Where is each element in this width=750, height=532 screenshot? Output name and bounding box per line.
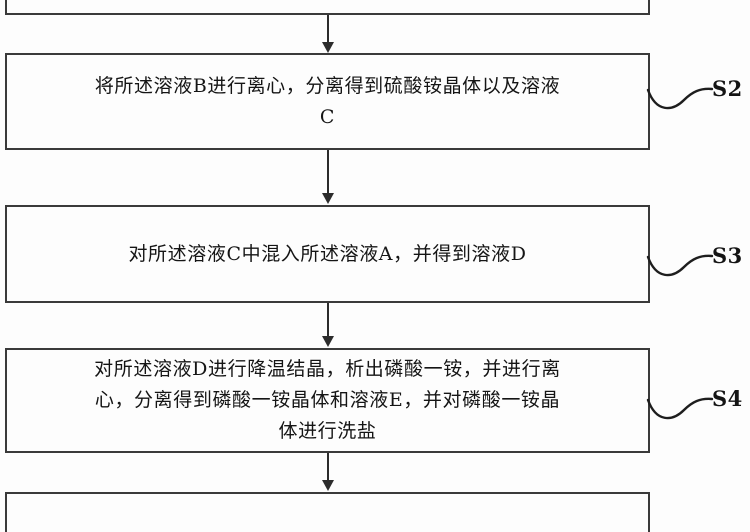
process-box-s2-text: 将所述溶液B进行离心，分离得到硫酸铵晶体以及溶液 C [94, 74, 561, 128]
leader-line-s4 [646, 397, 714, 420]
process-box-top-partial [5, 0, 650, 15]
leader-line-s2 [646, 87, 714, 110]
step-label-s2: S2 [712, 76, 743, 101]
process-box-s4: 对所述溶液D进行降温结晶，析出磷酸一铵，并进行离 心，分离得到磷酸一铵晶体和溶液… [5, 348, 650, 453]
leader-line-s3 [646, 254, 714, 277]
flowchart-diagram: 将所述溶液B进行离心，分离得到硫酸铵晶体以及溶液 C S2 对所述溶液C中混入所… [5, 0, 743, 532]
process-box-s3-text: 对所述溶液C中混入所述溶液A，并得到溶液D [128, 242, 527, 265]
process-box-s2: 将所述溶液B进行离心，分离得到硫酸铵晶体以及溶液 C [5, 53, 650, 150]
step-label-s3: S3 [712, 243, 743, 268]
process-box-s3: 对所述溶液C中混入所述溶液A，并得到溶液D [5, 205, 650, 303]
process-box-bottom-partial [5, 492, 650, 532]
process-box-s4-text: 对所述溶液D进行降温结晶，析出磷酸一铵，并进行离 心，分离得到磷酸一铵晶体和溶液… [94, 358, 561, 442]
step-label-s4: S4 [712, 386, 743, 411]
